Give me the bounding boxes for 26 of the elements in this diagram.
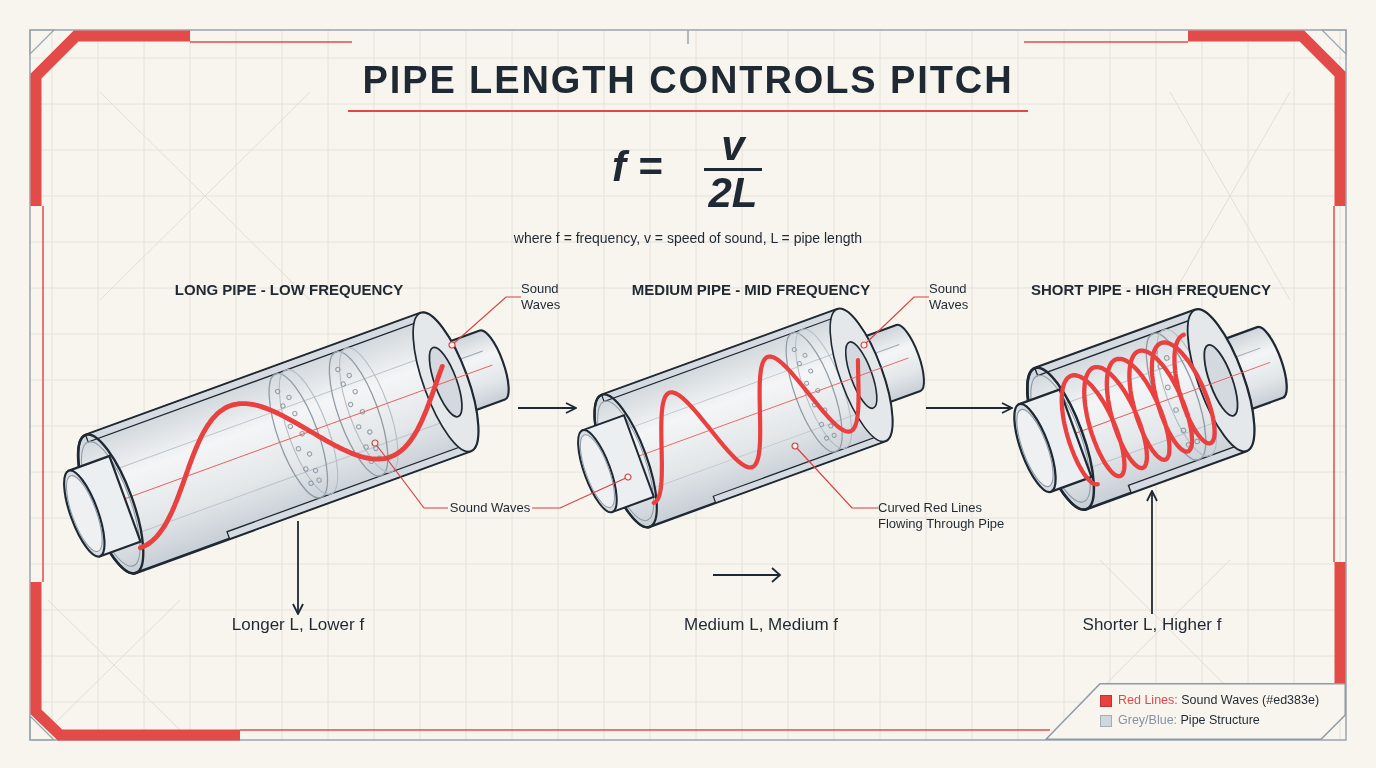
arrow [925,402,1013,414]
annotation-text: Longer L, Lower f [225,614,371,636]
leader-line [448,296,522,349]
section-heading: MEDIUM PIPE - MID FREQUENCY [631,280,871,300]
arrow [292,520,304,615]
formula-caption: where f = frequency, v = speed of sound, L = pipe length [513,229,863,247]
callout-label: Sound Waves [521,281,563,313]
formula-text: f = [612,145,663,189]
callout-label: Sound Waves [448,499,532,517]
callout-label: Curved Red Lines Flowing Through Pipe [878,500,1012,532]
section-heading: SHORT PIPE - HIGH FREQUENCY [1031,280,1271,300]
section-heading: LONG PIPE - LOW FREQUENCY [174,280,404,300]
annotation-text: Shorter L, Higher f [1073,614,1231,636]
callout-label: Sound Waves [929,281,971,313]
leader-line [371,439,449,509]
arrow [1146,490,1158,615]
leader-line [860,296,930,349]
legend-text: Grey/Blue: Pipe Structure [1118,712,1260,729]
formula-numerator: v [704,124,762,171]
arrow [517,402,577,414]
annotation-text: Medium L, Medium f [684,614,838,636]
legend-text: Red Lines: Sound Waves (#ed383e) [1118,692,1320,709]
title: PIPE LENGTH CONTROLS PITCH [348,58,1028,112]
formula-denominator: 2L [707,171,759,215]
leader-line [531,473,632,509]
leader-line [791,442,879,509]
